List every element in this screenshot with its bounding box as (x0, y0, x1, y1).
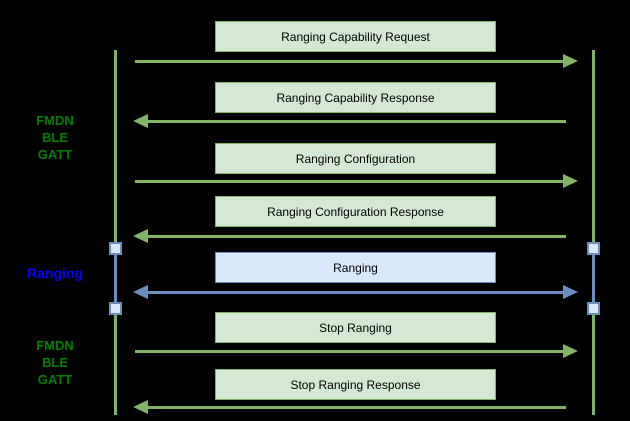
arrow-shaft (135, 349, 564, 353)
section-label-line: FMDN (36, 338, 74, 353)
arrow-shaft (147, 290, 564, 294)
arrow-shaft (135, 59, 564, 63)
section-label-line: BLE (42, 130, 68, 145)
activation-marker-right-top (587, 242, 600, 255)
message-label: Stop Ranging (319, 320, 392, 335)
arrow-shaft (147, 405, 566, 409)
section-label-line: GATT (37, 372, 73, 387)
message-label: Ranging Capability Request (281, 29, 430, 44)
section-label-line: Ranging (27, 265, 83, 281)
message-box-ranging-capability-request: Ranging Capability Request (215, 21, 496, 52)
arrowhead-left-icon (133, 400, 148, 414)
message-box-stop-ranging-response: Stop Ranging Response (215, 369, 496, 400)
message-box-ranging-capability-response: Ranging Capability Response (215, 82, 496, 113)
lifeline-left-ranging-segment (114, 248, 117, 308)
arrowhead-left-icon (133, 229, 148, 243)
message-box-ranging: Ranging (215, 252, 496, 283)
section-label-ranging: Ranging (10, 265, 100, 282)
message-label: Stop Ranging Response (290, 377, 421, 392)
message-label: Ranging Configuration Response (267, 204, 444, 219)
arrowhead-right-icon (563, 344, 578, 358)
lifeline-left (114, 50, 117, 415)
message-arrow-left (133, 229, 578, 243)
arrow-shaft (135, 179, 564, 183)
message-arrow-bidirectional (133, 285, 578, 299)
section-label-fmdn-ble-gatt-top: FMDN BLE GATT (10, 112, 100, 163)
message-arrow-left (133, 114, 578, 128)
arrowhead-right-icon (563, 174, 578, 188)
arrowhead-right-icon (563, 54, 578, 68)
arrowhead-right-icon (563, 285, 578, 299)
lifeline-right (592, 50, 595, 415)
message-arrow-right (133, 54, 578, 68)
lifeline-right-ranging-segment (592, 248, 595, 308)
arrow-shaft (147, 234, 566, 238)
arrow-shaft (147, 119, 566, 123)
section-label-line: BLE (42, 355, 68, 370)
message-label: Ranging Capability Response (276, 90, 435, 105)
message-arrow-left (133, 400, 578, 414)
message-arrow-right (133, 344, 578, 358)
activation-marker-left-bottom (109, 302, 122, 315)
message-box-ranging-configuration-response: Ranging Configuration Response (215, 196, 496, 227)
message-arrow-right (133, 174, 578, 188)
section-label-line: GATT (37, 147, 73, 162)
message-label: Ranging (333, 260, 378, 275)
activation-marker-right-bottom (587, 302, 600, 315)
arrowhead-left-icon (133, 114, 148, 128)
section-label-line: FMDN (36, 113, 74, 128)
message-box-ranging-configuration: Ranging Configuration (215, 143, 496, 174)
section-label-fmdn-ble-gatt-bottom: FMDN BLE GATT (10, 337, 100, 388)
activation-marker-left-top (109, 242, 122, 255)
arrowhead-left-icon (133, 285, 148, 299)
message-box-stop-ranging: Stop Ranging (215, 312, 496, 343)
message-label: Ranging Configuration (295, 151, 416, 166)
